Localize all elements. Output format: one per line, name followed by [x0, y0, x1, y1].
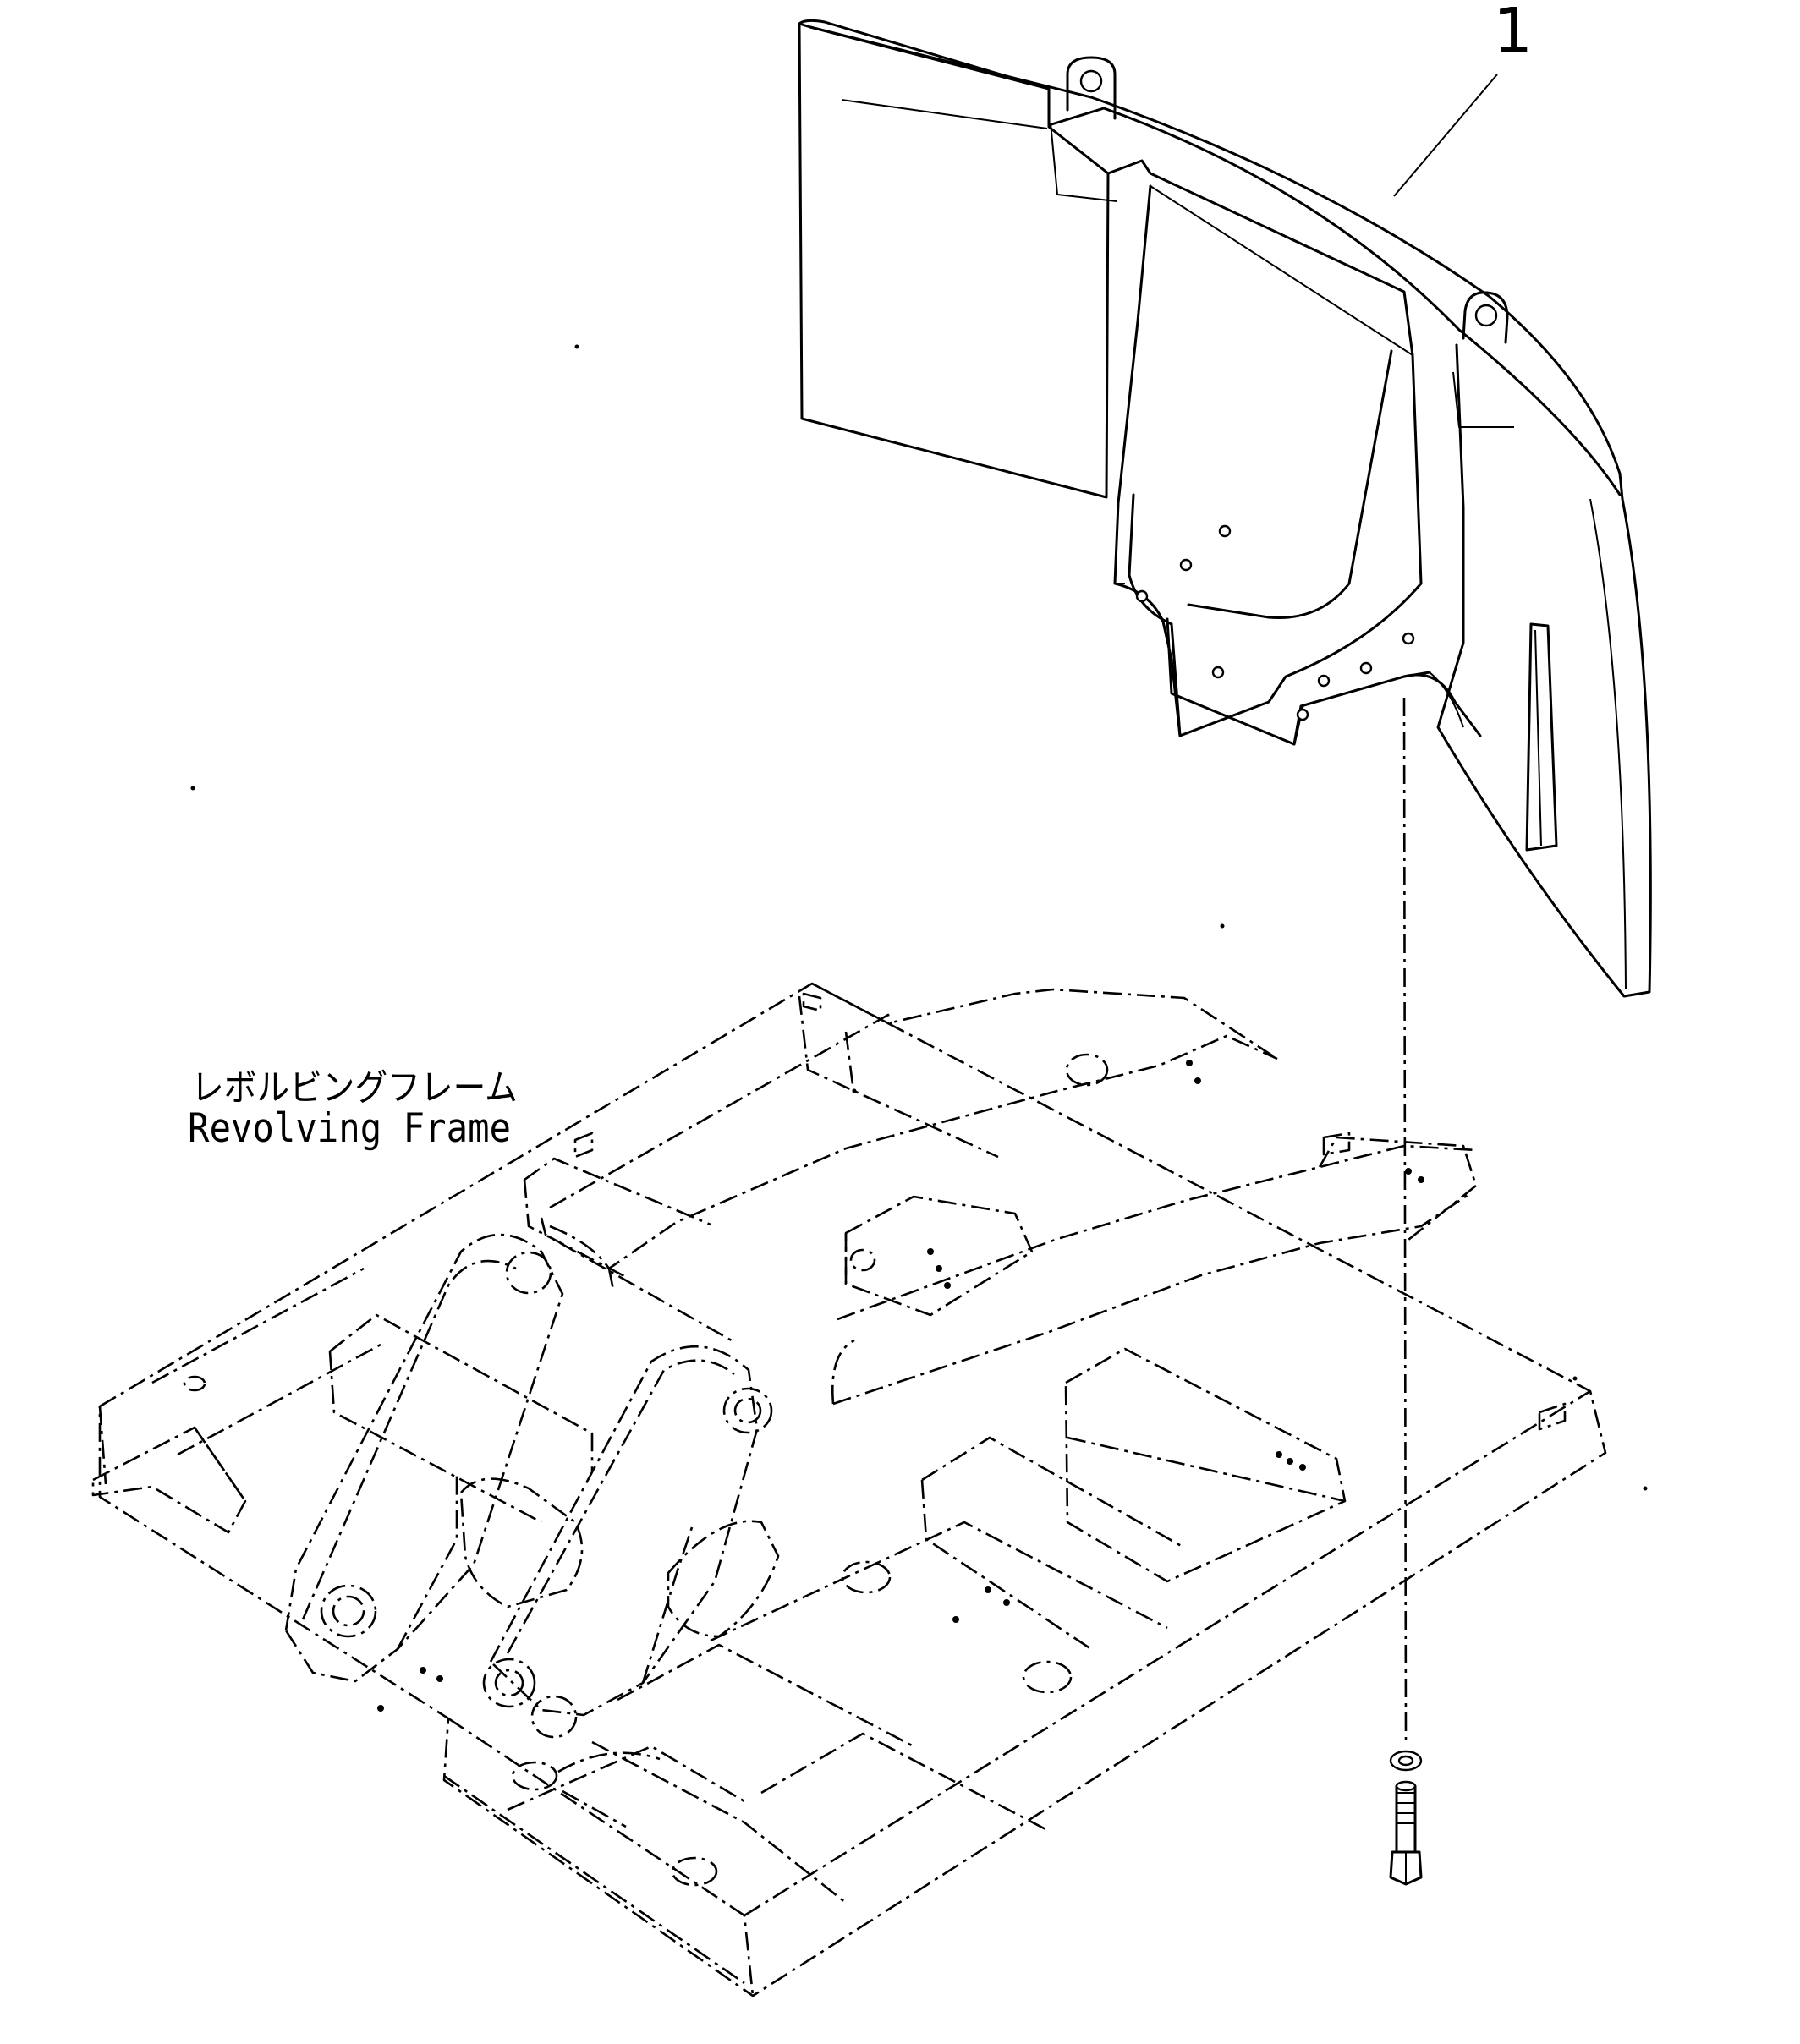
revolving-frame — [91, 982, 1607, 1997]
mounting-bolt[interactable] — [1389, 1780, 1423, 1886]
assembly-centerline — [1402, 697, 1408, 1743]
part-1-cover[interactable] — [798, 19, 1652, 998]
part-number-callout-1[interactable]: 1 — [1493, 0, 1534, 68]
revolving-frame-label-japanese: レボルビングフレーム — [191, 1067, 518, 1110]
callout-leader-line — [1393, 74, 1498, 197]
revolving-frame-label-english: Revolving Frame — [188, 1105, 512, 1152]
washer[interactable] — [1389, 1750, 1423, 1772]
